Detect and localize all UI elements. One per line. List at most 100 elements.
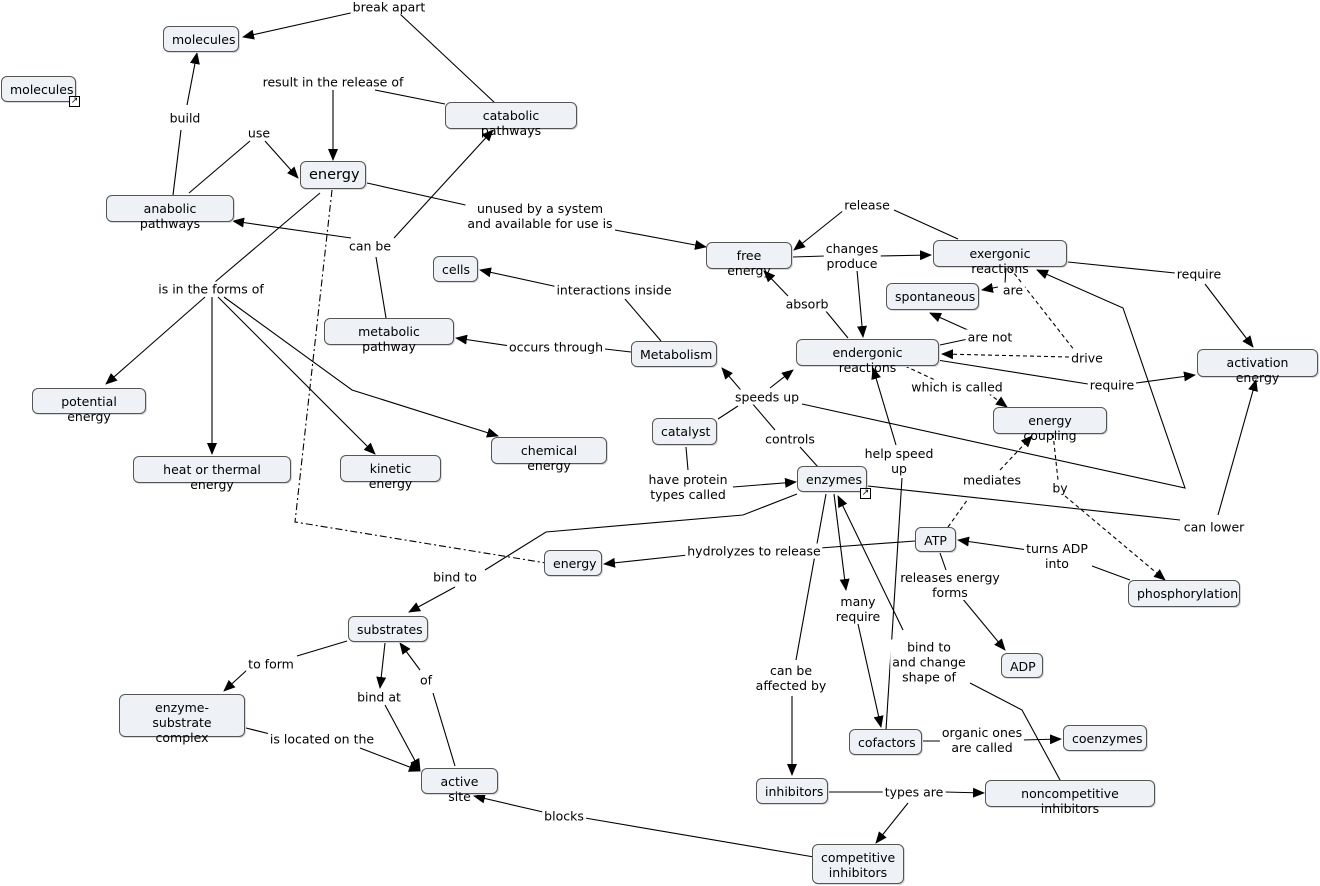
link-line [877,250,932,261]
phrase-mediates: mediates [960,472,1024,488]
node-exergonic-reactions[interactable]: exergonic reactions [933,240,1067,276]
link-line [885,477,903,731]
link-line [1204,283,1254,348]
link-line [856,269,867,338]
link-line [799,446,819,468]
node-energy[interactable]: energy [300,161,366,189]
arrow-shortcut-icon[interactable]: ↗ [69,96,80,107]
phrase-can-be-affected-by: can be affected by [753,663,829,693]
link-line [857,623,884,728]
link-line [366,182,471,207]
phrase-result-in-release-of: result in the release of [260,74,406,90]
node-noncompetitive-inhibitors[interactable]: noncompetitive inhibitors [985,780,1155,816]
node-active-site[interactable]: active site [421,768,498,804]
link-line [296,640,348,657]
link-line [867,485,1181,521]
phrase-hydrolyzes-to-release: hydrolyzes to release [685,543,823,559]
node-potential-energy[interactable]: potential energy [32,388,146,424]
link-line [242,11,356,40]
node-spontaneous[interactable]: spontaneous [886,283,979,310]
link-line [604,348,632,353]
node-energy-coupling[interactable]: energy coupling [993,407,1107,443]
link-line [105,296,206,385]
node-metabolism[interactable]: Metabolism [631,341,717,367]
node-free-energy[interactable]: free energy [706,242,792,278]
node-molecules-shortcut[interactable]: molecules [1,76,76,102]
phrase-changes-produce: changes produce [823,241,881,271]
node-cells[interactable]: cells [433,256,478,282]
node-substrates[interactable]: substrates [348,616,428,642]
node-phosphorylation[interactable]: phosphorylation [1128,580,1240,607]
phrase-bind-to: bind to [431,569,479,585]
link-line [717,405,739,420]
phrase-require-endergonic: require [1087,377,1137,393]
link-line [264,140,299,179]
link-line [408,586,456,613]
node-kinetic-energy[interactable]: kinetic energy [340,455,441,491]
link-line [944,787,985,798]
phrase-of: of [417,672,435,688]
phrase-bind-to-change-shape: bind to and change shape of [890,639,968,685]
link-line [1052,433,1059,481]
phrase-can-lower: can lower [1181,519,1247,535]
link-line [359,747,421,772]
phrase-is-located-on-the: is located on the [267,731,377,747]
node-enzymes[interactable]: enzymes [797,466,867,492]
node-enzyme-substrate-complex[interactable]: enzyme-substrate complex [119,694,245,745]
link-line [893,209,959,240]
link-line [214,192,321,283]
phrase-releases-energy-forms: releases energy forms [898,570,1002,600]
phrase-many-require: many require [833,594,883,624]
link-line [871,367,897,446]
link-line [188,140,251,194]
node-catalyst[interactable]: catalyst [652,418,717,445]
phrase-to-form: to form [246,656,296,672]
link-line [1064,495,1166,581]
node-adp[interactable]: ADP [1001,653,1043,678]
link-line [981,283,999,293]
phrase-have-protein-types-called: have protein types called [646,472,730,502]
node-catabolic-pathways[interactable]: catabolic pathways [445,102,577,138]
link-line [232,217,352,239]
node-coenzymes[interactable]: coenzymes [1063,725,1147,751]
phrase-turns-adp-into: turns ADP into [1024,541,1090,571]
link-line [624,298,662,342]
link-line [999,435,1033,471]
link-line [837,495,904,631]
node-chemical-energy[interactable]: chemical energy [491,437,607,473]
phrase-bind-at: bind at [355,689,403,705]
node-molecules[interactable]: molecules [163,26,239,52]
node-inhibitors[interactable]: inhibitors [756,778,828,804]
link-line [987,392,1008,408]
link-line [792,255,826,258]
phrase-build: build [167,110,203,126]
node-metabolic-pathway[interactable]: metabolic pathway [324,318,454,354]
phrase-release: release [842,197,892,213]
link-line [1217,379,1258,516]
phrase-which-is-called: which is called [909,379,1005,395]
phrase-is-in-the-forms-of: is in the forms of [156,281,266,297]
node-cofactors[interactable]: cofactors [849,729,922,755]
link-line [393,129,494,239]
link-line [245,727,271,735]
node-competitive-inhibitors[interactable]: competitive inhibitors [812,844,904,884]
phrase-unused-by-system: unused by a system and available for use… [465,201,615,231]
node-atp[interactable]: ATP [915,527,956,552]
phrase-drive: drive [1069,350,1105,366]
link-line [904,365,936,381]
link-line [1009,267,1076,352]
link-line [603,554,689,568]
link-line [875,802,909,844]
node-activation-energy[interactable]: activation energy [1197,349,1318,385]
node-energy-released[interactable]: energy [544,550,602,576]
phrase-organic-ones-are-called: organic ones are called [939,725,1025,755]
link-line [223,669,248,692]
link-line [824,309,849,339]
phrase-break-apart: break apart [350,0,428,15]
node-heat-or-thermal-energy[interactable]: heat or thermal energy [133,456,291,492]
link-line [685,446,689,471]
node-endergonic-reactions[interactable]: endergonic reactions [796,339,939,375]
node-anabolic-pathways[interactable]: anabolic pathways [106,195,234,231]
link-line [936,359,1089,385]
arrow-shortcut-icon[interactable]: ↗ [860,488,871,499]
